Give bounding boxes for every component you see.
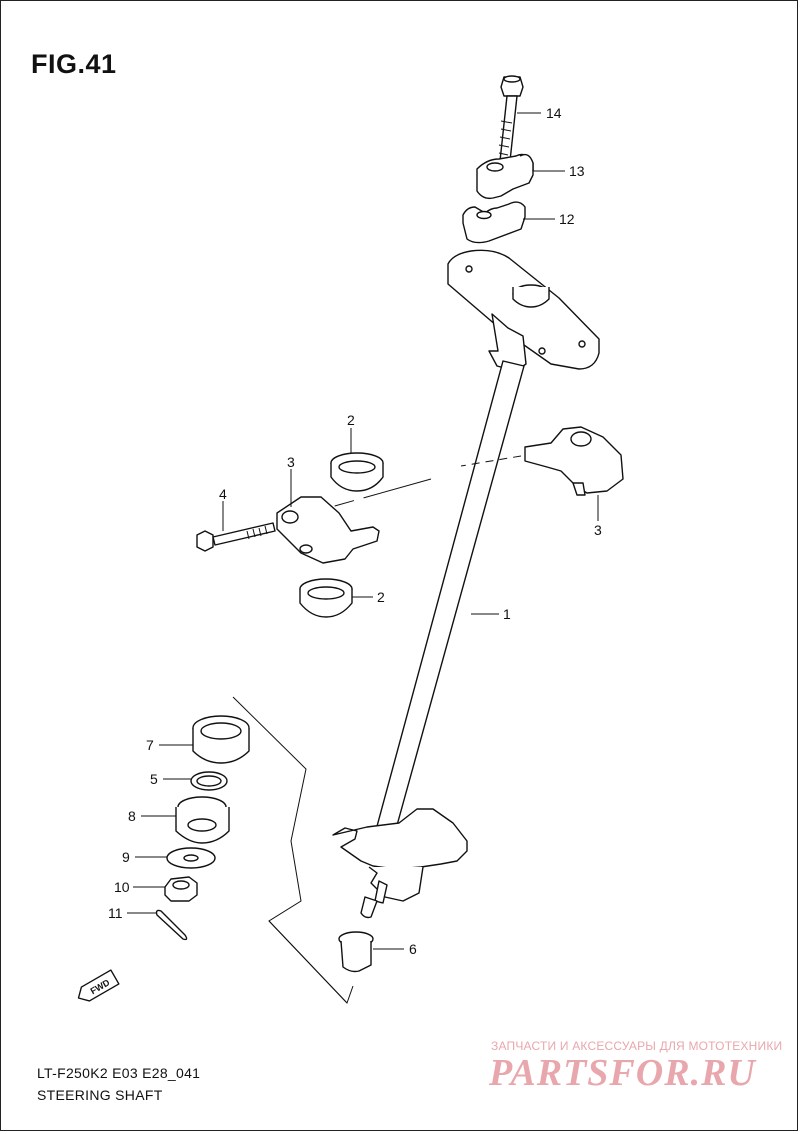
forward-direction-badge: FWD (77, 969, 120, 1002)
callout-4: 4 (219, 486, 227, 502)
part-2-bushing-upper (330, 452, 384, 492)
assembly-guide-lines (232, 455, 522, 1004)
callout-5: 5 (150, 771, 158, 787)
callout-6: 6 (409, 941, 417, 957)
part-5-o-ring (190, 771, 228, 791)
figure-title: FIG.41 (31, 49, 117, 79)
part-3-shaft-holder-left (276, 496, 380, 564)
watermark-tagline: ЗАПЧАСТИ И АКСЕССУАРЫ ДЛЯ МОТОТЕХНИКИ (491, 1039, 783, 1053)
callout-8: 8 (128, 808, 136, 824)
part-10-nut (164, 876, 198, 902)
callout-2-upper: 2 (347, 412, 355, 428)
callout-13: 13 (569, 163, 585, 179)
diagram-code: LT-F250K2 E03 E28_041 (37, 1065, 201, 1081)
part-6-bushing (338, 931, 374, 973)
callout-14: 14 (546, 105, 562, 121)
part-11-cotter-pin (155, 909, 188, 941)
callout-3-right: 3 (594, 522, 602, 538)
part-3-shaft-holder-right (524, 426, 624, 496)
part-7-bearing (192, 715, 250, 764)
callout-9: 9 (122, 849, 130, 865)
part-9-washer (166, 847, 216, 869)
part-14-bolt (498, 75, 524, 162)
callout-10: 10 (114, 879, 130, 895)
callout-leaders (127, 112, 599, 950)
part-4-bolt (196, 522, 276, 552)
callout-11: 11 (108, 905, 123, 921)
callout-2-lower: 2 (377, 589, 385, 605)
part-13-handlebar-holder (476, 153, 534, 200)
part-12-handlebar-holder (462, 201, 526, 244)
diagram-caption: STEERING SHAFT (37, 1087, 163, 1103)
part-2-bushing-lower (299, 578, 353, 618)
callout-3-left: 3 (287, 454, 295, 470)
callout-7: 7 (146, 737, 154, 753)
part-8-bearing (175, 796, 230, 844)
watermark-logo: PARTSFOR.RU (489, 1052, 756, 1094)
part-1-steering-shaft (332, 249, 600, 919)
callout-12: 12 (559, 211, 575, 227)
callout-1: 1 (503, 606, 511, 622)
